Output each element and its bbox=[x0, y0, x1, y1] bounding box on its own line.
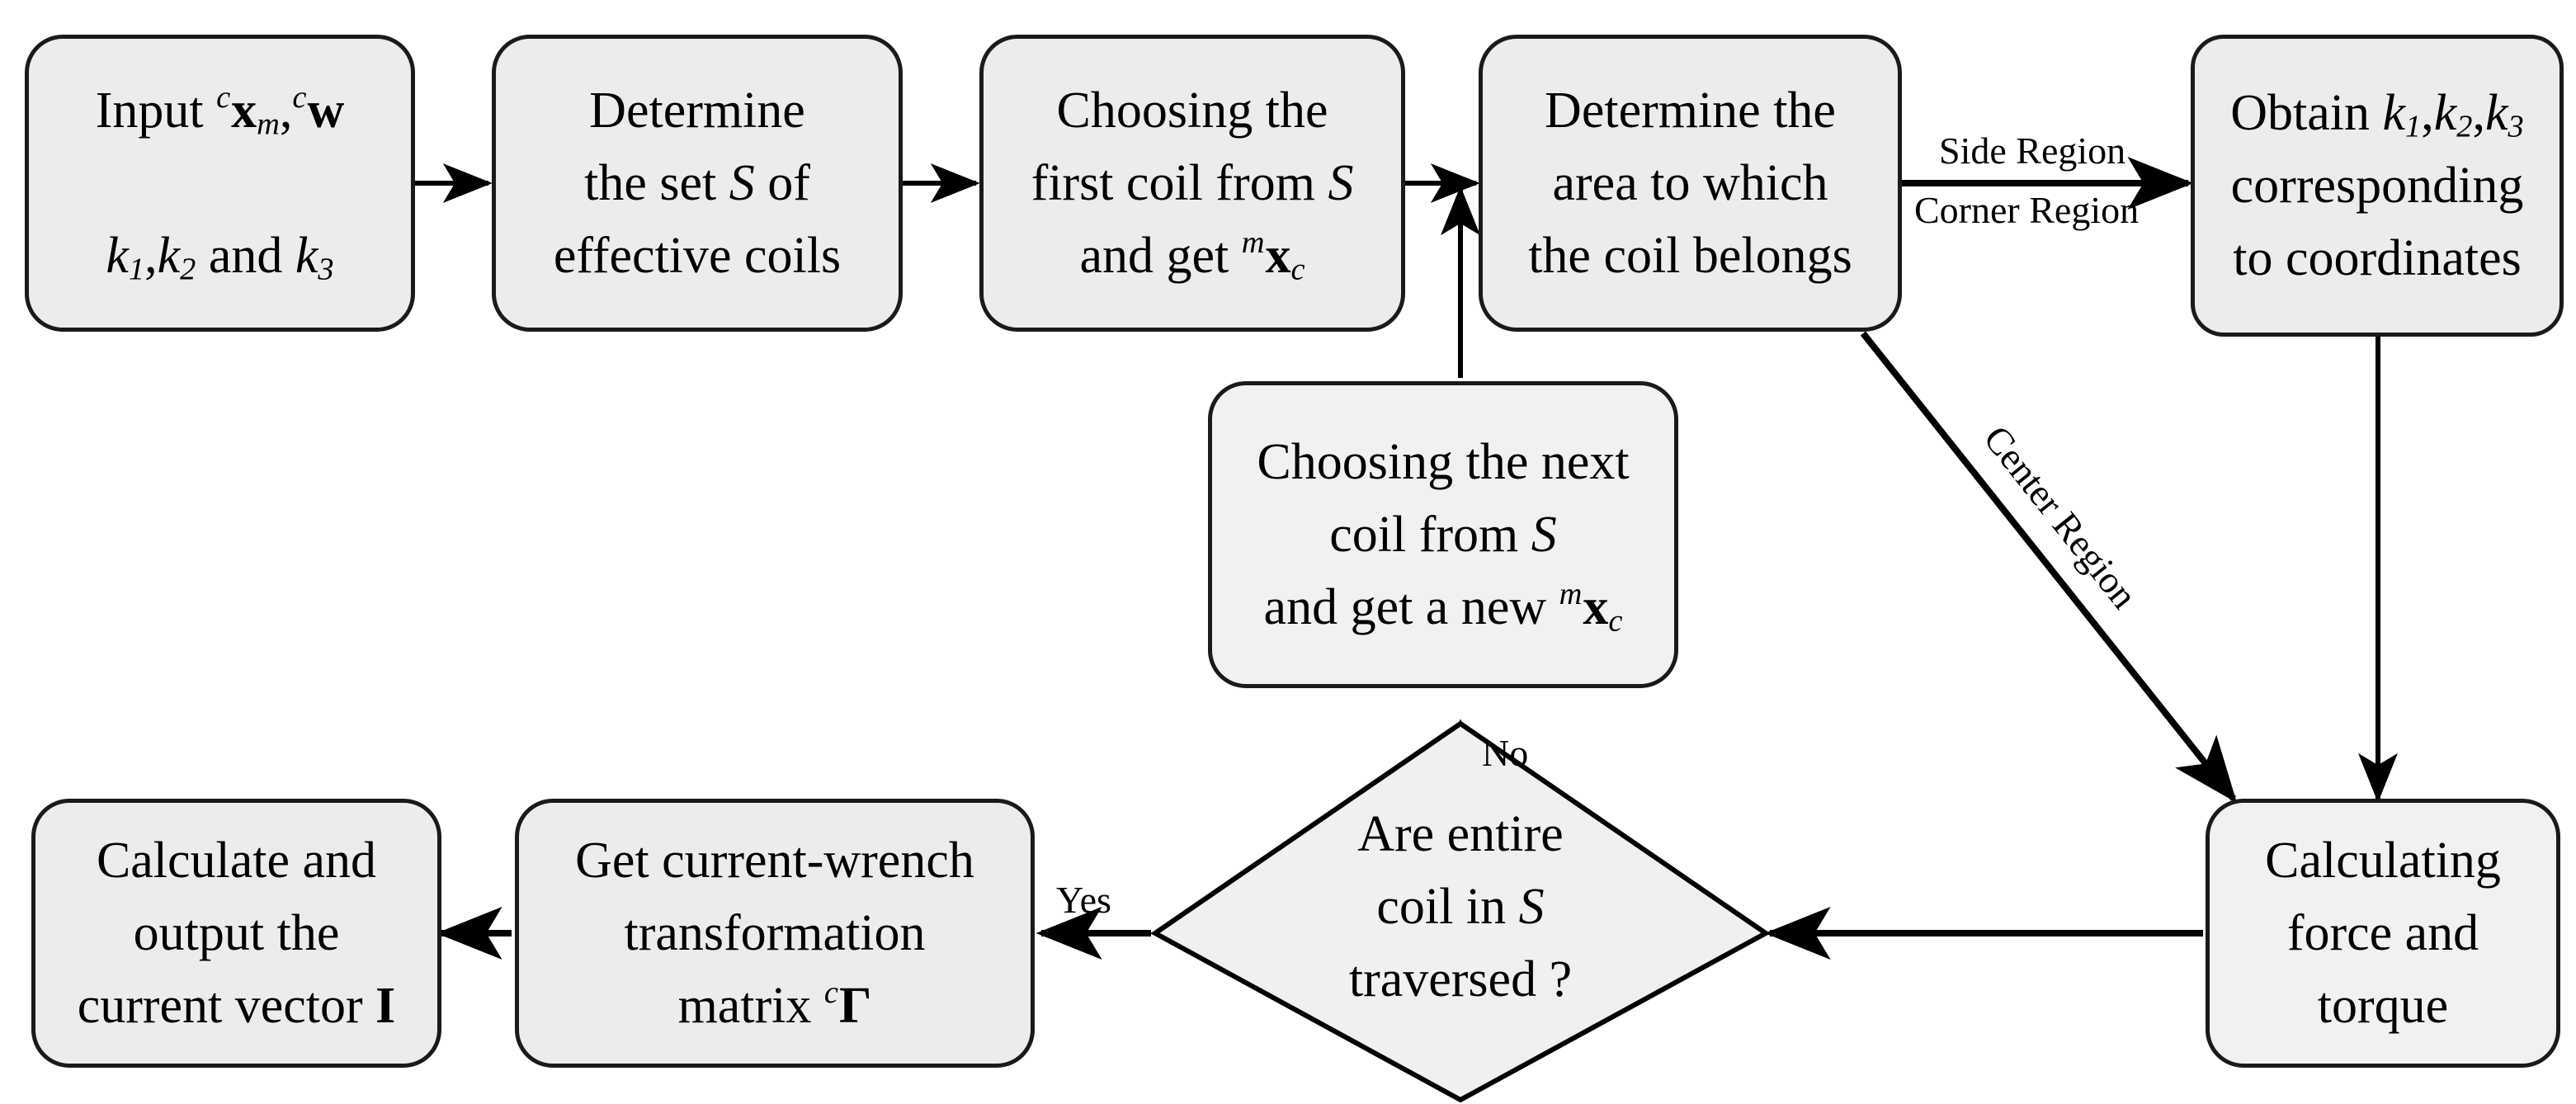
node-calc-force[interactable]: Calculating force and torque bbox=[2206, 799, 2560, 1068]
node-get-matrix-label: Get current-wrench transformation matrix… bbox=[575, 832, 974, 1035]
edge-label-side-region: Side Region bbox=[1939, 130, 2126, 172]
node-output-current-label: Calculate and output the current vector … bbox=[77, 832, 396, 1035]
node-decision[interactable]: Are entire coil in S traversed ? bbox=[1151, 719, 1770, 1104]
node-get-matrix[interactable]: Get current-wrench transformation matrix… bbox=[515, 799, 1035, 1068]
node-obtain-k[interactable]: Obtain k1,k2,k3 corresponding to coordin… bbox=[2191, 35, 2564, 337]
node-determine-set[interactable]: Determine the set S of effective coils bbox=[492, 35, 903, 332]
decision-diamond-shape bbox=[1151, 720, 1770, 1103]
node-input-label: Input cxm,cw k1,k2 and k3 bbox=[44, 74, 396, 292]
edge-label-no: No bbox=[1482, 732, 1529, 774]
node-input[interactable]: Input cxm,cw k1,k2 and k3 bbox=[25, 35, 415, 332]
node-determine-set-label: Determine the set S of effective coils bbox=[553, 82, 842, 285]
edge-label-corner-region: Corner Region bbox=[1914, 189, 2140, 231]
edge-label-center-region: Center Region bbox=[1975, 418, 2146, 616]
node-determine-area-label: Determine the area to which the coil bel… bbox=[1528, 82, 1852, 285]
node-next-coil-label: Choosing the next coil from S and get a … bbox=[1257, 433, 1630, 639]
edge-label-yes: Yes bbox=[1056, 879, 1111, 921]
node-obtain-k-label: Obtain k1,k2,k3 corresponding to coordin… bbox=[2230, 84, 2524, 287]
node-first-coil-label: Choosing the first coil from S and get m… bbox=[1031, 82, 1354, 287]
edge-determine-area-to-calc-force bbox=[1860, 331, 2237, 804]
node-first-coil[interactable]: Choosing the first coil from S and get m… bbox=[979, 35, 1405, 332]
node-next-coil[interactable]: Choosing the next coil from S and get a … bbox=[1208, 381, 1678, 688]
node-calc-force-label: Calculating force and torque bbox=[2265, 832, 2501, 1035]
node-determine-area[interactable]: Determine the area to which the coil bel… bbox=[1479, 35, 1902, 332]
input-line-2: k1,k2 and k3 bbox=[106, 228, 334, 287]
input-line-1: Input cxm,cw bbox=[95, 80, 345, 142]
node-output-current[interactable]: Calculate and output the current vector … bbox=[31, 799, 441, 1068]
